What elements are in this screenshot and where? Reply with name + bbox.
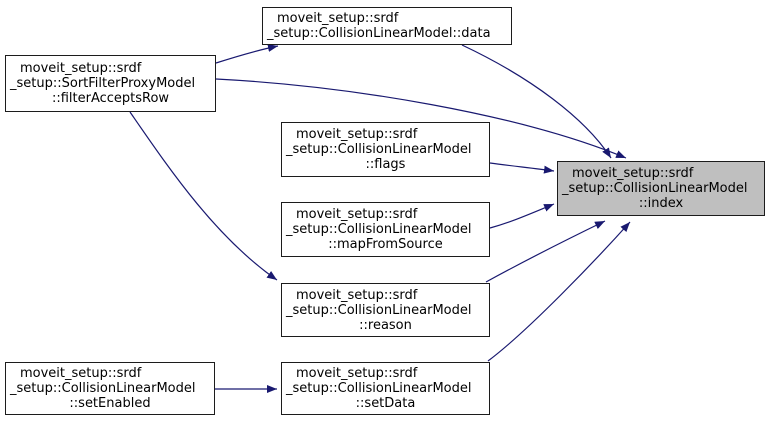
node-index: moveit_setup::srdf_setup::CollisionLinea… bbox=[557, 161, 765, 216]
node-mapFromSource[interactable]: moveit_setup::srdf_setup::CollisionLinea… bbox=[281, 202, 490, 257]
node-label-line: moveit_setup::srdf bbox=[20, 366, 142, 381]
node-label-line: moveit_setup::srdf bbox=[20, 61, 142, 76]
node-label-line: moveit_setup::srdf bbox=[296, 207, 418, 222]
node-label-line: _setup::CollisionLinearModel bbox=[286, 381, 472, 396]
node-label-line: _setup::CollisionLinearModel bbox=[562, 181, 748, 196]
node-filterAcceptsRow[interactable]: moveit_setup::srdf_setup::SortFilterProx… bbox=[5, 55, 216, 112]
node-label-line: moveit_setup::srdf bbox=[572, 166, 694, 181]
node-label-line: ::filterAcceptsRow bbox=[51, 91, 170, 106]
node-label-line: _setup::CollisionLinearModel bbox=[286, 142, 472, 157]
node-reason[interactable]: moveit_setup::srdf_setup::CollisionLinea… bbox=[281, 283, 490, 337]
edge-reason-to-index bbox=[485, 220, 606, 283]
node-label-line: moveit_setup::srdf bbox=[296, 127, 418, 142]
node-label-line: ::mapFromSource bbox=[328, 237, 443, 252]
node-label-line: moveit_setup::srdf bbox=[296, 287, 418, 303]
node-label-line: ::setEnabled bbox=[69, 396, 151, 411]
node-label-line: _setup::CollisionLinearModel bbox=[286, 302, 472, 318]
node-label-line: _setup::CollisionLinearModel bbox=[10, 381, 196, 396]
edge-filterAcceptsRow-to-data bbox=[215, 44, 279, 64]
edge-data-to-index bbox=[461, 44, 612, 159]
node-label-line: ::reason bbox=[359, 317, 412, 333]
node-label-line: _setup::CollisionLinearModel bbox=[286, 222, 472, 237]
node-data[interactable]: moveit_setup::srdf_setup::CollisionLinea… bbox=[262, 7, 512, 45]
node-label-line: _setup::SortFilterProxyModel bbox=[10, 76, 196, 91]
node-flags[interactable]: moveit_setup::srdf_setup::CollisionLinea… bbox=[281, 122, 490, 177]
node-label-line: _setup::CollisionLinearModel::data bbox=[267, 26, 491, 41]
edge-setData-to-index bbox=[487, 221, 631, 362]
node-label-line: ::setData bbox=[355, 396, 416, 411]
edge-flags-to-index bbox=[489, 162, 555, 174]
node-label-line: moveit_setup::srdf bbox=[296, 366, 418, 381]
node-label-line: ::flags bbox=[365, 157, 406, 172]
edge-filterAcceptsRow-to-reason bbox=[129, 111, 278, 281]
node-label-line: ::index bbox=[638, 196, 684, 211]
node-label-line: moveit_setup::srdf bbox=[277, 11, 399, 26]
node-setData[interactable]: moveit_setup::srdf_setup::CollisionLinea… bbox=[281, 362, 490, 415]
node-setEnabled[interactable]: moveit_setup::srdf_setup::CollisionLinea… bbox=[5, 362, 215, 415]
edge-filterAcceptsRow-to-index bbox=[215, 78, 627, 159]
edge-mapFromSource-to-index bbox=[489, 203, 555, 229]
